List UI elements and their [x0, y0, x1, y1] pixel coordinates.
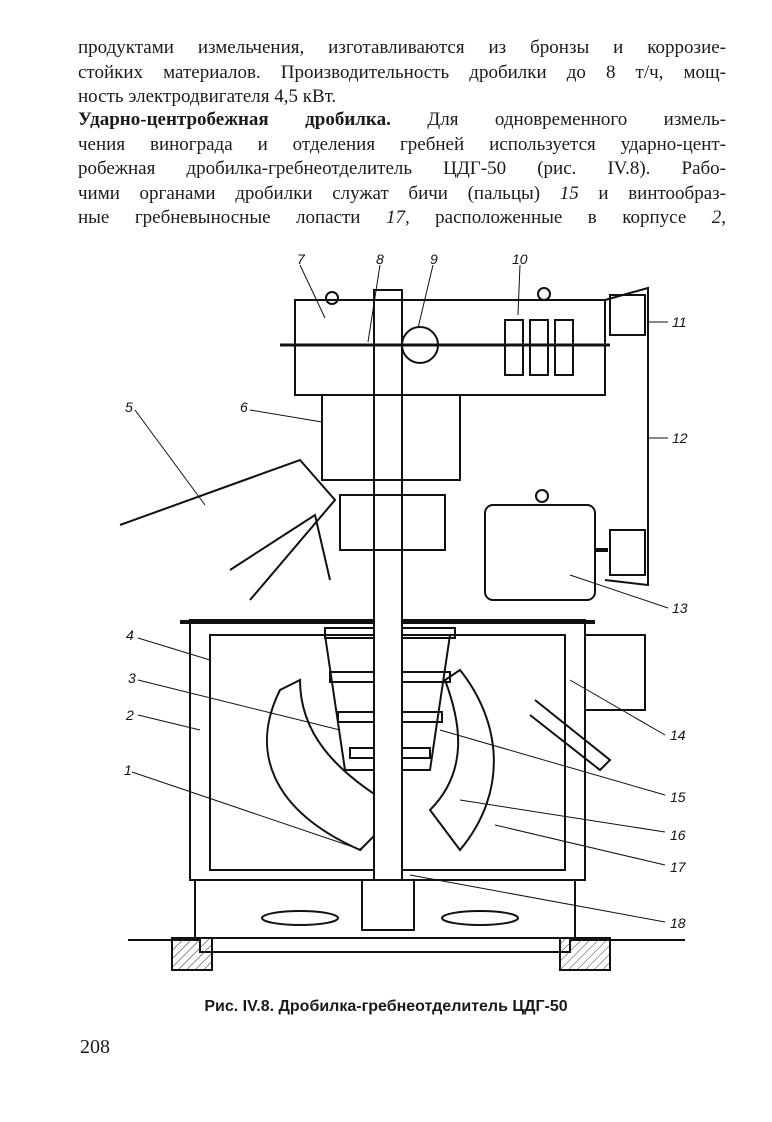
callout-7: 7 — [297, 251, 306, 267]
callout-2: 2 — [125, 707, 134, 723]
text-run: ные гребневыносные лопасти — [78, 207, 386, 228]
callout-17: 17 — [670, 859, 687, 875]
callout-12: 12 — [672, 430, 688, 446]
base-slot — [261, 910, 339, 926]
pulley-bottom — [609, 529, 646, 576]
leader-line — [417, 264, 434, 329]
gear — [554, 319, 574, 376]
gearbox-housing — [294, 299, 606, 396]
text-line: ность электродвигателя 4,5 кВт. — [78, 86, 337, 107]
callout-14: 14 — [670, 727, 686, 743]
callout-5: 5 — [125, 399, 133, 415]
callout-4: 4 — [126, 627, 134, 643]
foundation-block-left — [171, 937, 213, 971]
paragraph-continuation: продуктами измельчения, изготавливаются … — [78, 36, 726, 110]
callout-16: 16 — [670, 827, 686, 843]
leader-line — [137, 714, 201, 731]
callout-11: 11 — [672, 314, 687, 330]
paragraph-impact-crusher: Ударно-центробежная дробилка. Для одновр… — [78, 108, 726, 231]
pulley-top — [609, 294, 646, 336]
leader-line — [459, 799, 666, 833]
text-run: чими органами дробилки служат бичи (паль… — [78, 182, 541, 204]
text-run: , расположенные в корпусе — [404, 207, 712, 228]
text-run: и винтообраз- — [578, 182, 726, 204]
leader-line — [367, 264, 381, 343]
callout-18: 18 — [670, 915, 686, 931]
callout-10: 10 — [512, 251, 528, 267]
base-slot — [441, 910, 519, 926]
outlet-box — [584, 634, 646, 711]
text-line: чения винограда и отделения гребней испо… — [78, 133, 726, 155]
lower-bearing — [361, 879, 415, 931]
page-number: 208 — [80, 1036, 110, 1058]
leader-line — [137, 637, 211, 661]
callout-8: 8 — [376, 251, 384, 267]
leader-line — [517, 264, 521, 316]
text-run: , — [721, 207, 726, 228]
text-line: робежная дробилка-гребнеотделитель ЦДГ-5… — [78, 158, 726, 179]
leader-line — [134, 409, 206, 506]
lifting-eye — [535, 489, 549, 503]
leader-line — [494, 824, 666, 866]
callout-9: 9 — [430, 251, 438, 267]
leader-line — [569, 574, 669, 609]
auger-blade-left — [266, 678, 402, 852]
belt-guard — [604, 286, 649, 587]
callout-13: 13 — [672, 600, 688, 616]
electric-motor — [484, 504, 596, 601]
callout-6: 6 — [240, 399, 248, 415]
foundation-block-right — [559, 937, 611, 971]
text-line: стойких материалов. Производительность д… — [78, 61, 726, 83]
callout-3: 3 — [128, 670, 136, 686]
coupling-housing — [339, 494, 446, 551]
leader-line — [131, 771, 363, 851]
leader-line — [409, 874, 666, 923]
gear — [401, 326, 439, 364]
leader-line — [249, 409, 323, 423]
bearing-housing — [321, 394, 461, 481]
ref-number: 15 — [559, 182, 579, 204]
figure-caption: Рис. IV.8. Дробилка-гребнеотделитель ЦДГ… — [204, 998, 568, 1015]
section-heading: Ударно-центробежная дробилка. — [78, 109, 391, 130]
ref-number: 17 — [385, 207, 405, 228]
lifting-eye — [537, 287, 551, 301]
text-line: чими органами дробилки служат бичи (паль… — [78, 182, 726, 207]
leader-line — [439, 729, 666, 796]
hopper-support — [229, 513, 331, 581]
hopper — [119, 458, 337, 601]
text-line: продуктами измельчения, изготавливаются … — [78, 37, 726, 58]
lifting-eye — [325, 291, 339, 305]
leader-line — [299, 264, 326, 319]
text-run: Для одновременного измель- — [390, 109, 726, 130]
rotor-drum — [323, 634, 452, 771]
crusher-technical-drawing: 1 2 3 4 5 6 7 8 9 10 11 12 13 14 15 16 1… — [119, 251, 688, 971]
text-line: ные гребневыносные лопасти 17, расположе… — [78, 206, 726, 231]
main-shaft — [373, 289, 403, 931]
callout-15: 15 — [670, 789, 686, 805]
ref-number: 2 — [711, 207, 722, 228]
leader-line — [569, 679, 666, 736]
gear — [504, 319, 524, 376]
text-line: Ударно-центробежная дробилка. Для одновр… — [78, 108, 726, 133]
gear — [529, 319, 549, 376]
auger-blade-right — [428, 668, 495, 852]
callout-1: 1 — [124, 762, 132, 778]
leader-line — [137, 679, 341, 731]
discharge-chute — [529, 699, 612, 772]
